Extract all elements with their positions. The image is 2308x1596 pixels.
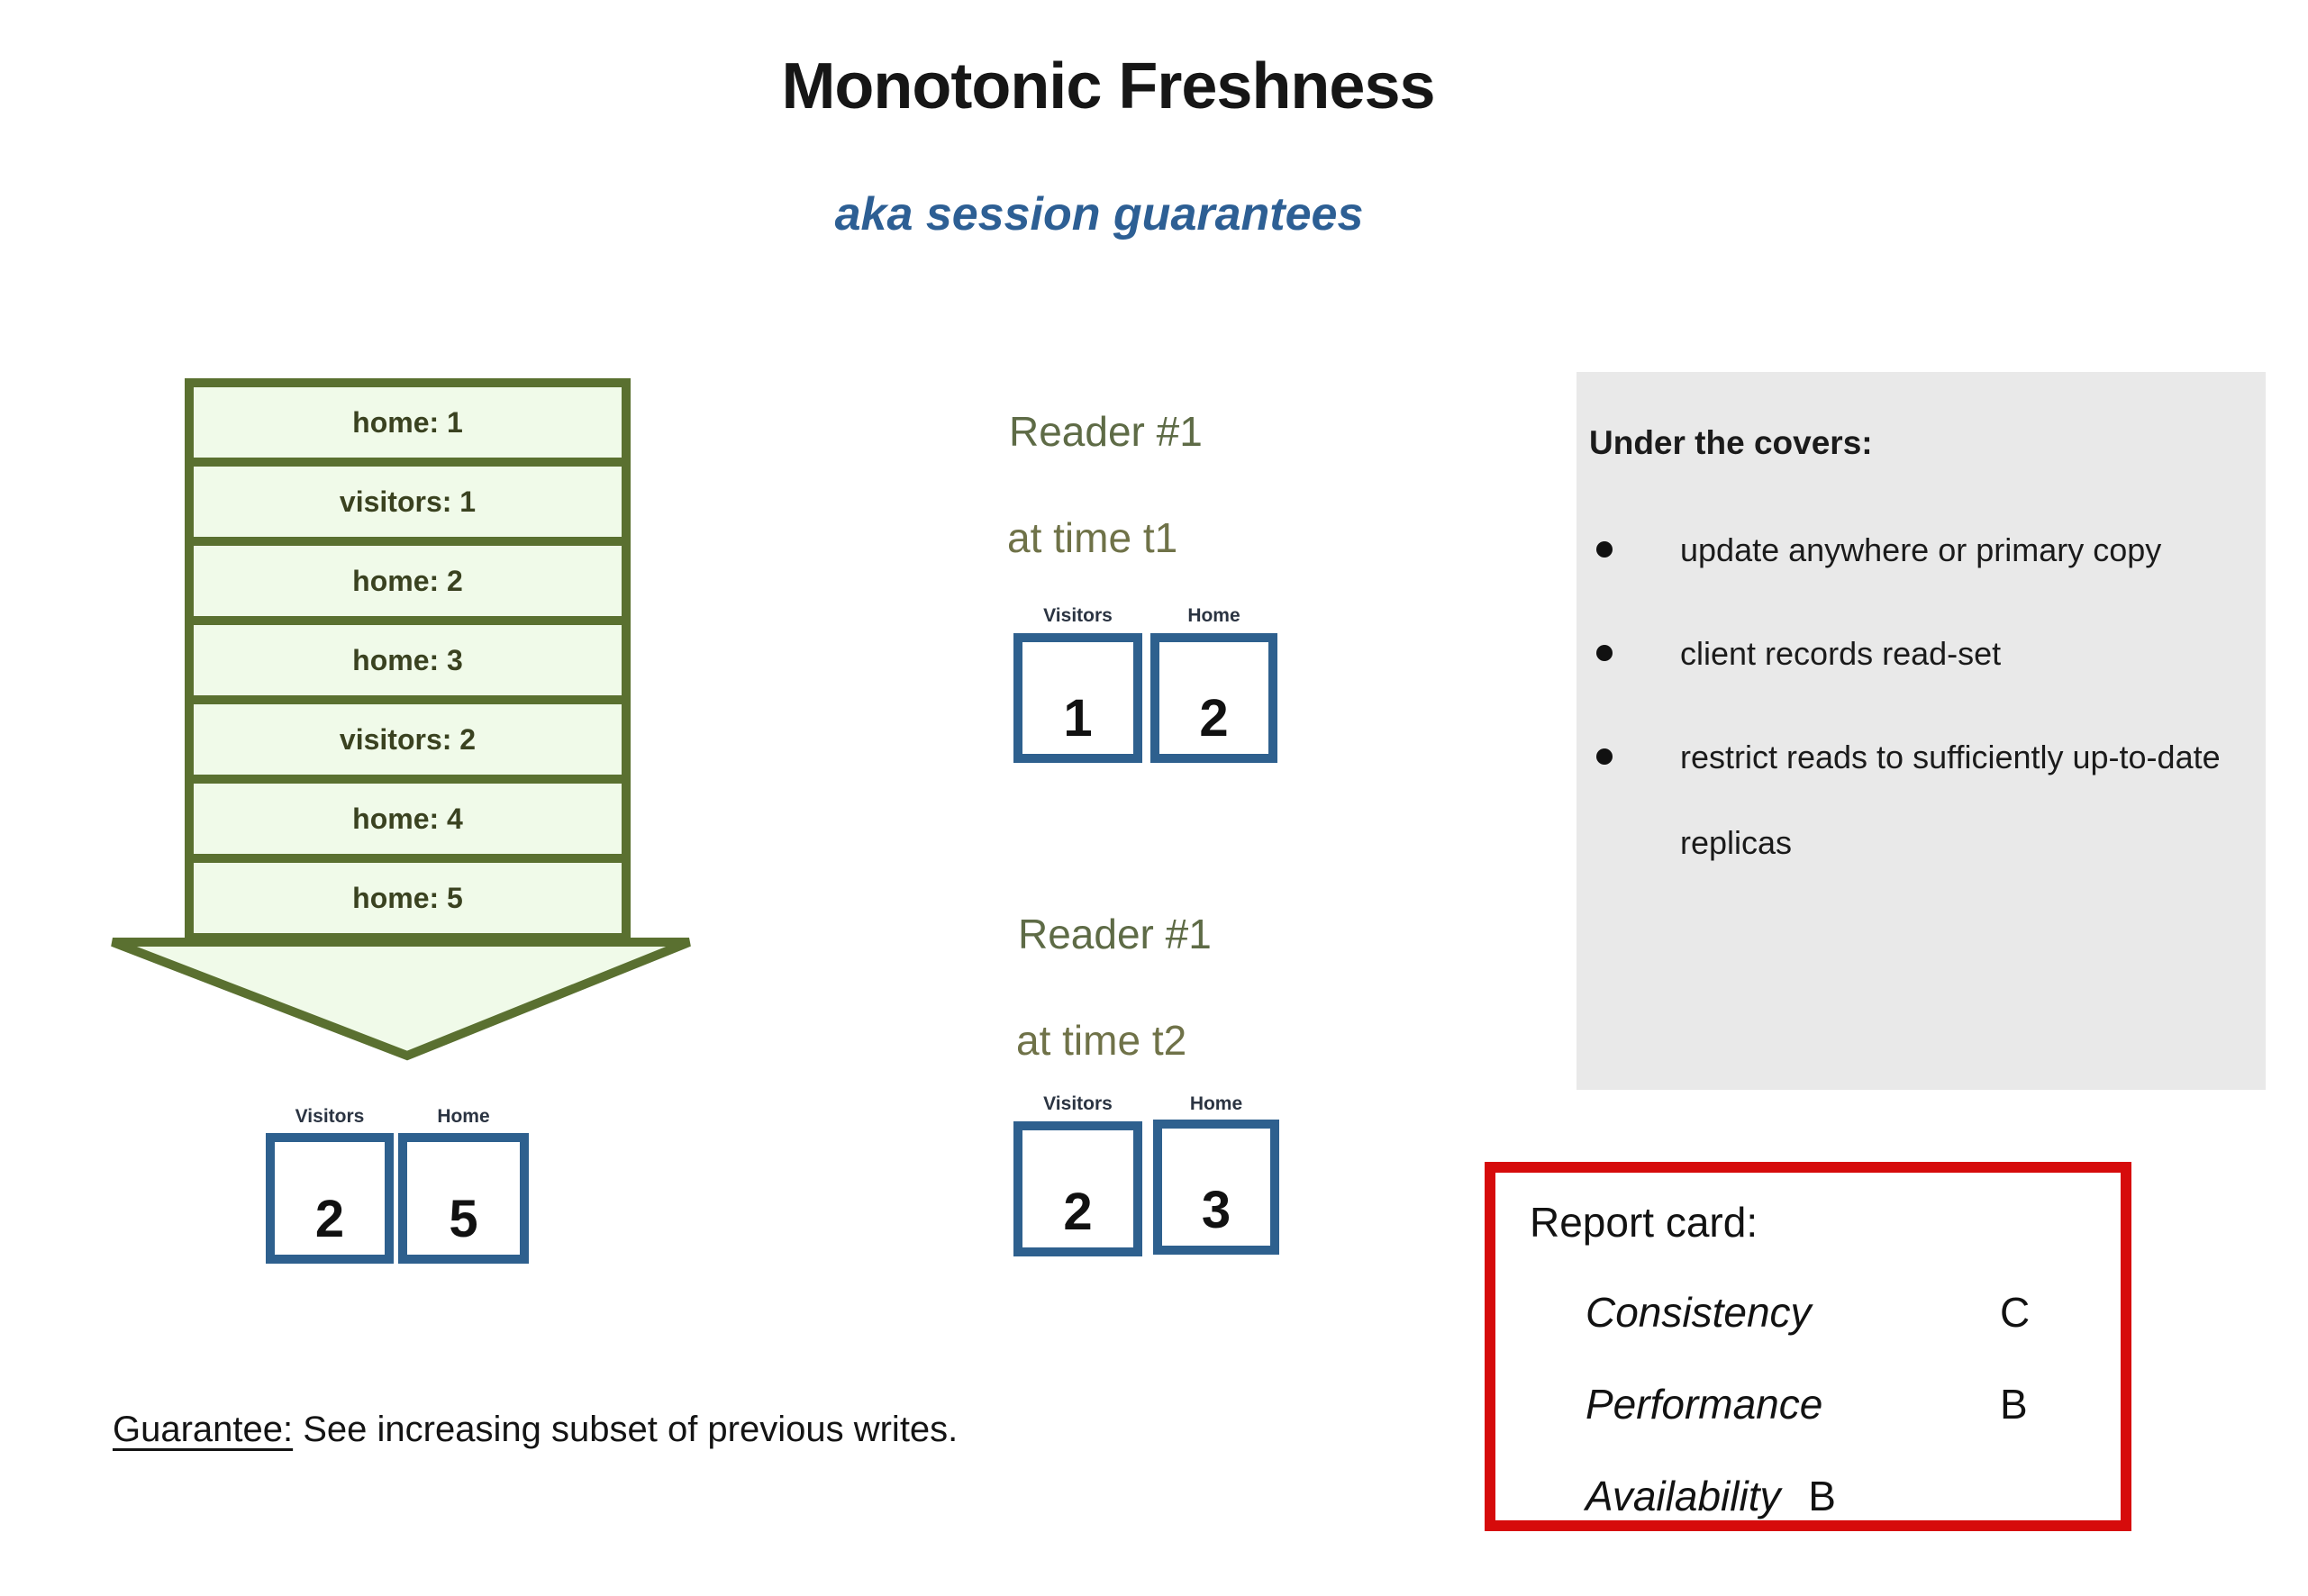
report-card-label: Consistency [1586,1289,1812,1336]
replica-home-value: 5 [449,1190,478,1248]
replica-visitors-register: 2 [266,1133,394,1264]
reader1-t1-visitors-label: Visitors [1043,605,1113,626]
report-card-heading: Report card: [1530,1199,1758,1246]
reader1-t1-title: Reader #1 [1009,408,1203,455]
replica-home-register: 5 [398,1133,529,1264]
report-card-row: Consistency C [1586,1288,2090,1337]
replica-visitors-value: 2 [314,1190,345,1248]
under-the-covers-list: update anywhere or primary copy client r… [1577,507,2266,903]
reader1-t1-visitors-register: 1 [1013,633,1142,763]
reader1-t1-home-register: 2 [1150,633,1277,763]
reader1-t2-visitors-register: 2 [1013,1121,1142,1256]
bullet-icon [1596,541,1613,558]
guarantee-text: See increasing subset of previous writes… [293,1410,959,1449]
write-log-row: visitors: 2 [194,695,622,775]
reader1-t2-home-label: Home [1189,1093,1243,1114]
report-card-grade: C [2000,1289,2031,1336]
reader1-t1-home-value: 2 [1199,689,1229,748]
list-item: update anywhere or primary copy [1577,507,2221,593]
reader1-t1-home-label: Home [1187,605,1240,626]
write-log-row: home: 2 [194,537,622,616]
write-log-row: home: 5 [194,854,622,933]
list-item: client records read-set [1577,611,2221,696]
write-log-stack: home: 1 visitors: 1 home: 2 home: 3 visi… [185,378,631,942]
report-card: Report card: Consistency C Performance B… [1485,1162,2131,1531]
replica-visitors-label: Visitors [295,1106,365,1127]
guarantee-note: Guarantee: See increasing subset of prev… [113,1410,958,1450]
replica-home-label: Home [437,1106,490,1127]
reader1-t1-visitors-value: 1 [1063,689,1093,748]
write-log-row: home: 4 [194,775,622,854]
bullet-text: update anywhere or primary copy [1680,531,2162,568]
reader1-t1-time: at time t1 [1007,514,1178,561]
reader1-t2-visitors-label: Visitors [1043,1093,1113,1114]
bullet-icon [1596,748,1613,765]
reader1-t2-home-register: 3 [1153,1120,1279,1255]
report-card-label: Performance [1586,1381,1823,1428]
reader1-t2-visitors-value: 2 [1063,1183,1093,1241]
reader1-t2-title: Reader #1 [1018,911,1212,957]
report-card-row: Availability B [1586,1472,2090,1520]
page-title: Monotonic Freshness [781,50,1435,122]
bullet-text: client records read-set [1680,635,2002,672]
page-subtitle: aka session guarantees [834,188,1364,240]
bullet-text: restrict reads to sufficiently up-to-dat… [1680,739,2221,861]
report-card-row: Performance B [1586,1380,2090,1428]
report-card-grade: B [1808,1473,1836,1519]
write-log-row: visitors: 1 [194,458,622,537]
report-card-label: Availability [1586,1473,1781,1519]
report-card-grade: B [2000,1381,2028,1428]
under-the-covers-heading: Under the covers: [1589,424,1873,461]
under-the-covers-panel: Under the covers: update anywhere or pri… [1577,372,2266,1090]
down-arrow-icon [111,938,691,1061]
write-log-row: home: 3 [194,616,622,695]
bullet-icon [1596,645,1613,661]
write-log-row: home: 1 [194,387,622,458]
reader1-t2-time: at time t2 [1016,1017,1187,1064]
list-item: restrict reads to sufficiently up-to-dat… [1577,714,2221,885]
reader1-t2-home-value: 3 [1201,1181,1231,1239]
guarantee-label: Guarantee: [113,1410,294,1449]
